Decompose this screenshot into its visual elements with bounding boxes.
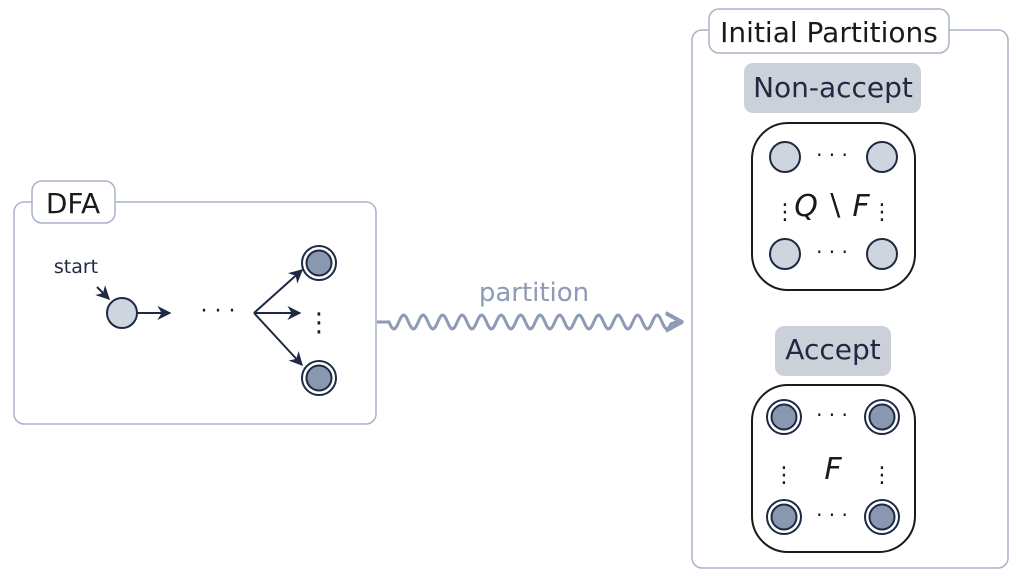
dfa-panel: DFA start · · · ⋮ <box>13 180 377 425</box>
accept-label: Accept <box>785 333 880 366</box>
non-accept-ellipsis-top: · · · <box>816 143 848 167</box>
dfa-title: DFA <box>46 187 100 220</box>
accept-set-state <box>766 399 802 435</box>
set-q-symbol: Q <box>794 189 818 224</box>
non-accept-label: Non-accept <box>753 71 913 104</box>
branch-arrow-up <box>253 269 304 314</box>
accept-state-top <box>301 245 337 281</box>
partition-label: partition <box>479 278 589 308</box>
accept-ellipsis-top: · · · <box>816 403 848 427</box>
accept-ellipsis-right: ⋮ <box>871 463 893 488</box>
dfa-title-box <box>31 180 116 224</box>
dfa-ellipsis-h: · · · <box>201 299 236 324</box>
non-accept-ellipsis-right: ⋮ <box>871 200 893 225</box>
partitions-panel: Initial Partitions Non-accept · · · · · … <box>691 8 1009 569</box>
accept-set-state <box>864 499 900 535</box>
dfa-ellipsis-v: ⋮ <box>306 308 332 338</box>
accept-set-state <box>766 499 802 535</box>
start-state <box>106 297 138 329</box>
non-accept-state <box>866 141 898 173</box>
partitions-title: Initial Partitions <box>720 16 938 49</box>
partitions-title-box <box>708 8 950 54</box>
non-accept-state <box>866 238 898 270</box>
start-arrow <box>95 285 110 300</box>
start-label: start <box>54 256 98 278</box>
non-accept-state <box>769 141 801 173</box>
non-accept-ellipsis-bottom: · · · <box>816 240 848 264</box>
non-accept-ellipsis-left: ⋮ <box>774 200 796 225</box>
accept-ellipsis-bottom: · · · <box>816 503 848 527</box>
non-accept-state <box>769 238 801 270</box>
accept-label-box <box>775 326 891 376</box>
partition-arrow: partition <box>377 278 680 329</box>
accept-set-state <box>864 399 900 435</box>
accept-state-bottom <box>301 360 337 396</box>
set-minus-symbol: ∖ <box>824 189 843 224</box>
accept-ellipsis-left: ⋮ <box>773 463 795 488</box>
set-f-symbol: F <box>852 189 870 224</box>
branch-arrow-down <box>253 312 303 367</box>
non-accept-label-box <box>744 63 921 113</box>
set-f-accept-symbol: F <box>824 452 842 487</box>
